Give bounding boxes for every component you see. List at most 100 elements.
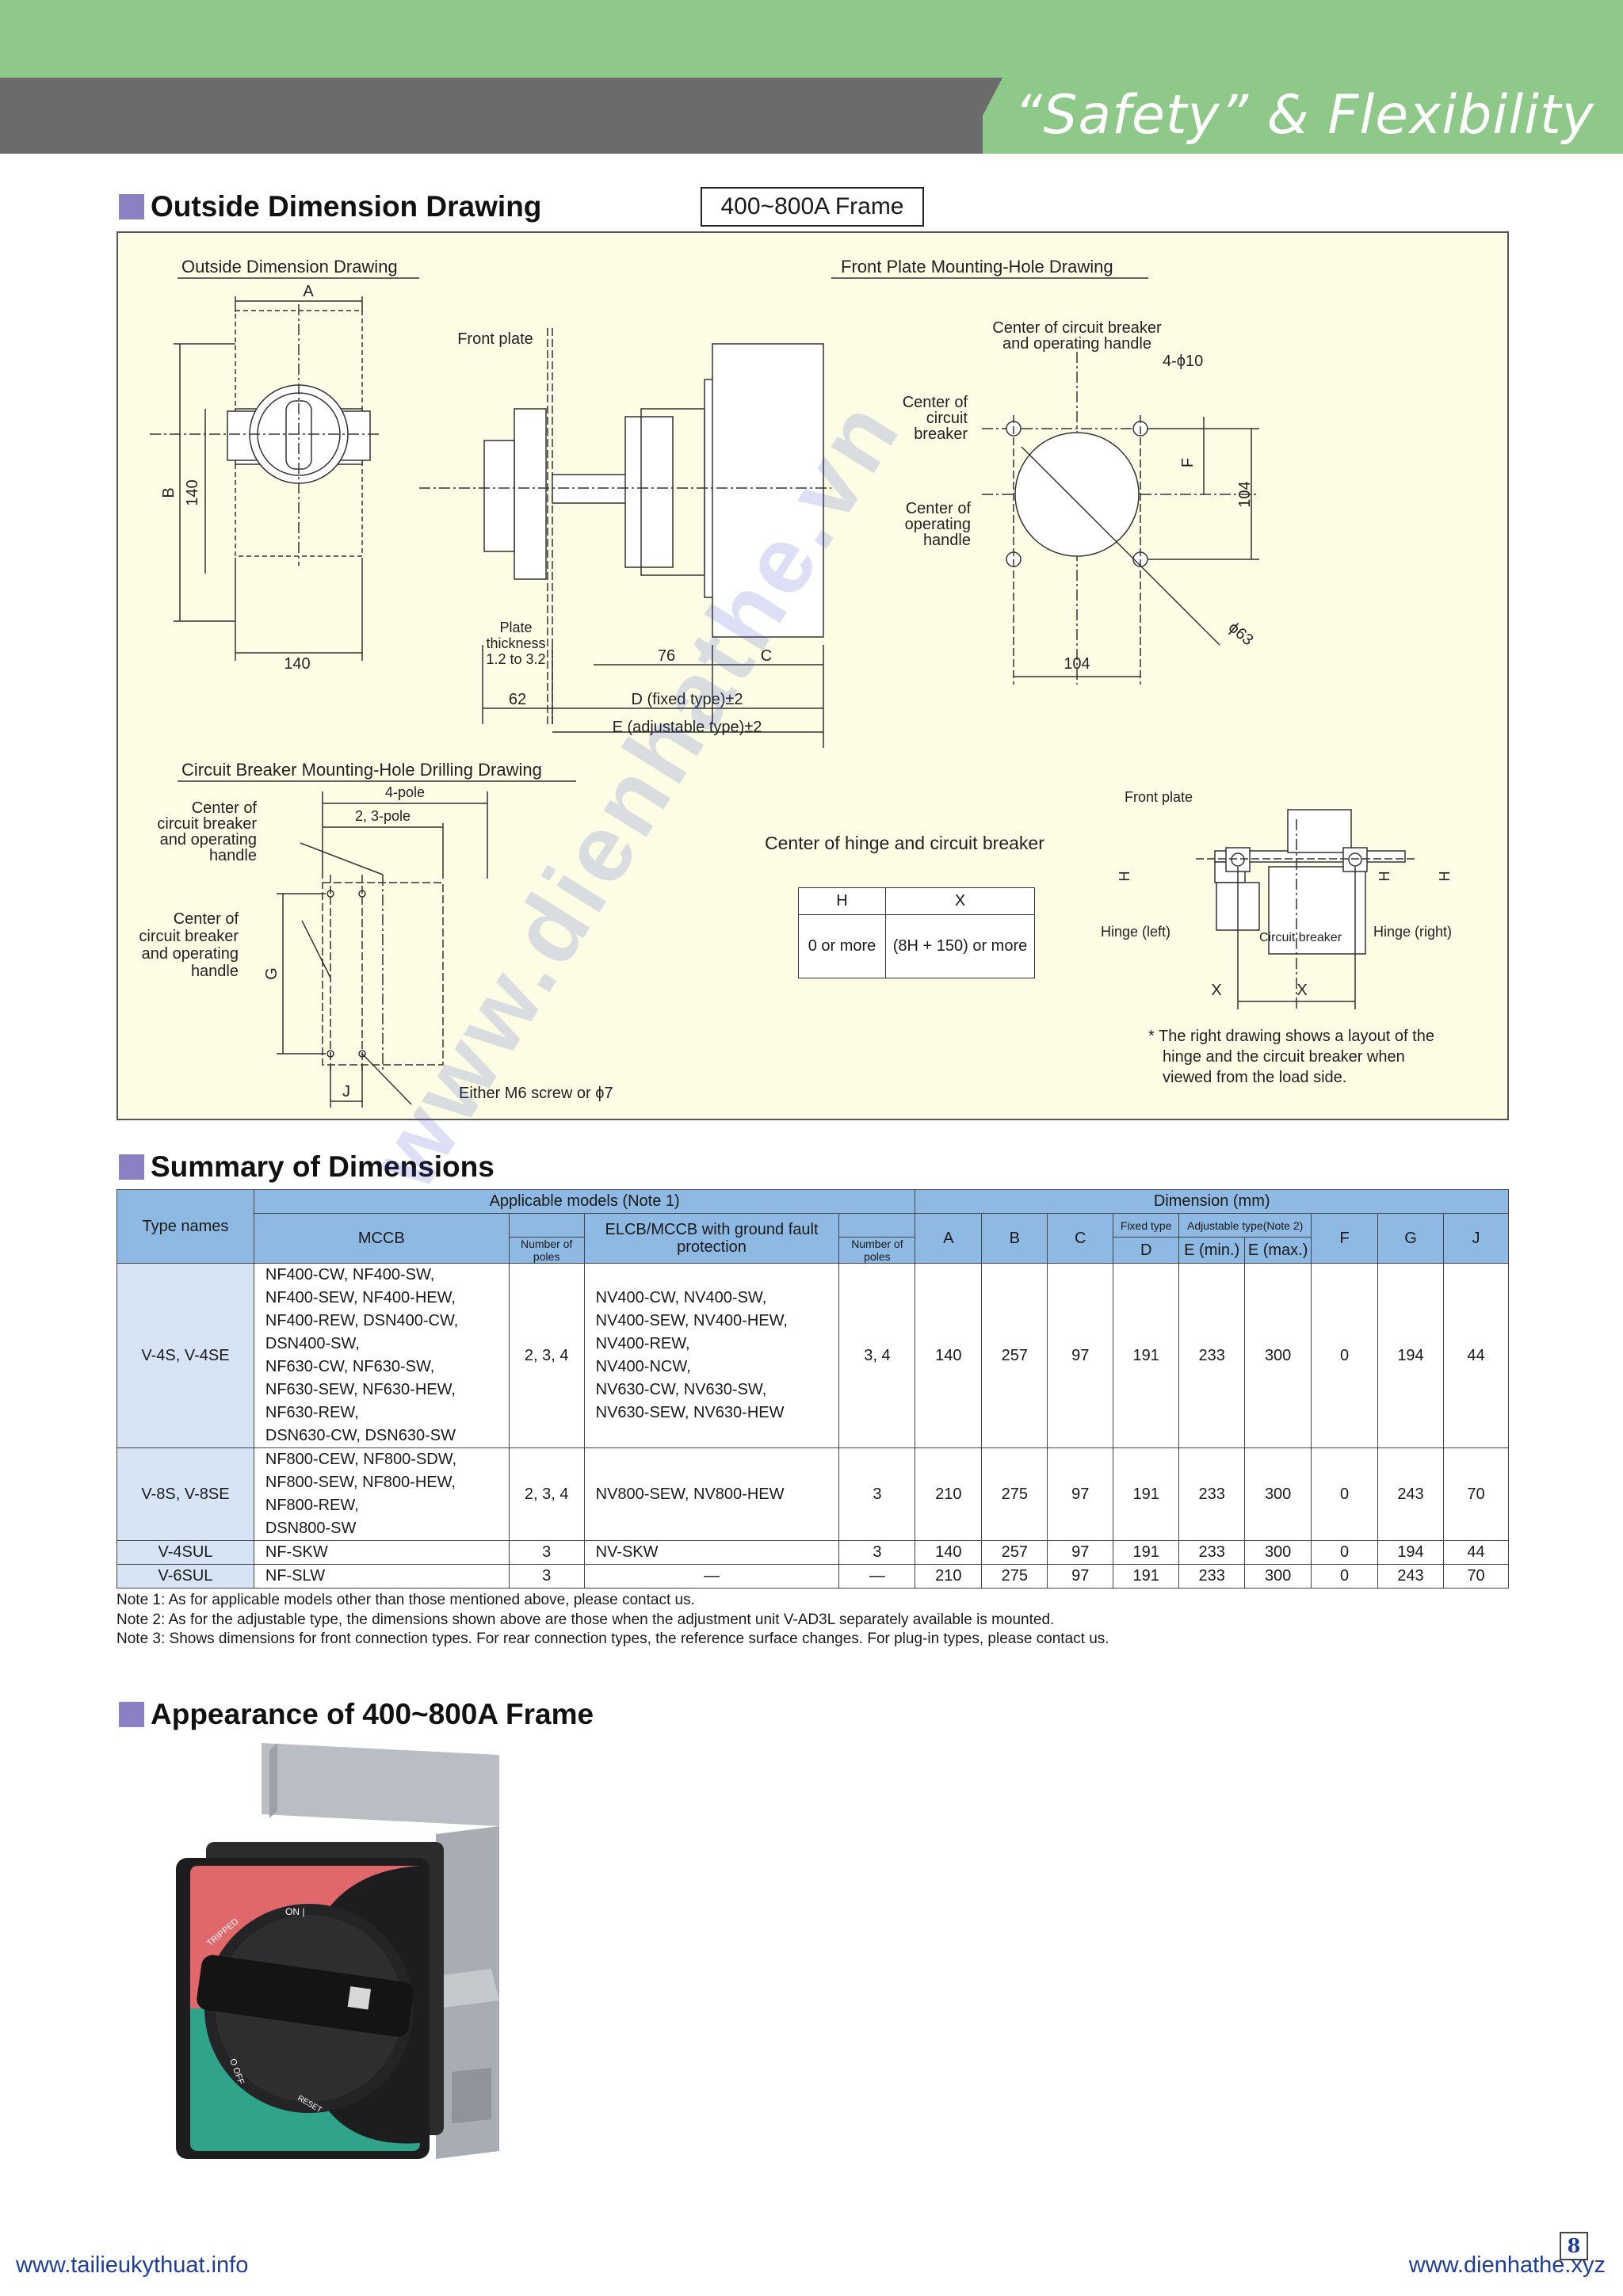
cell-B: 275 bbox=[981, 1447, 1048, 1541]
mccb-line: NF400-REW, DSN400-CW, bbox=[265, 1312, 459, 1329]
header-slogan: “Safety” & Flexibility bbox=[1014, 84, 1594, 147]
th-type-names: Type names bbox=[116, 1189, 254, 1264]
label-4-pole: 4-pole bbox=[385, 784, 425, 800]
cell-F: 0 bbox=[1311, 1540, 1379, 1565]
cell-D: 191 bbox=[1113, 1564, 1180, 1589]
hinge-right-label: Hinge (right) bbox=[1373, 924, 1452, 940]
th-applicable: Applicable models (Note 1) bbox=[253, 1189, 916, 1214]
lever bbox=[197, 1955, 414, 2037]
th-F: F bbox=[1311, 1213, 1379, 1264]
hinge-left-label: Hinge (left) bbox=[1101, 924, 1170, 940]
cell-Emin: 233 bbox=[1178, 1564, 1246, 1589]
drill-center-2-1: Center of bbox=[174, 910, 239, 928]
table-row: V-6SUL NF-SLW 3 — — 210 275 97 191 233 3… bbox=[116, 1564, 1510, 1589]
label-cb-2: circuit bbox=[926, 410, 968, 427]
dim-F: F bbox=[1179, 458, 1197, 467]
mccb-line: NF800-CEW, NF800-SDW, bbox=[265, 1451, 457, 1468]
hinge-X-left: X bbox=[1211, 982, 1221, 999]
th-adjustable: Adjustable type(Note 2) bbox=[1178, 1213, 1312, 1238]
cell-Emax: 300 bbox=[1244, 1540, 1312, 1565]
cell-Emin: 233 bbox=[1178, 1447, 1246, 1541]
cell-elcb: NV800-SEW, NV800-HEW bbox=[583, 1447, 840, 1541]
cell-A: 140 bbox=[915, 1263, 983, 1448]
cell-type: V-4S, V-4SE bbox=[116, 1263, 254, 1448]
dim-104-h: 104 bbox=[1064, 655, 1090, 673]
header-top-band bbox=[0, 0, 1623, 78]
drill-center-1-1: Center of bbox=[192, 799, 258, 817]
dim-140-h: 140 bbox=[284, 655, 310, 673]
hinge-note-1: * The right drawing shows a layout of th… bbox=[1148, 1028, 1434, 1045]
shaft bbox=[552, 474, 632, 504]
hinge-note-2: hinge and the circuit breaker when bbox=[1163, 1048, 1405, 1066]
cell-elcb: NV-SKW bbox=[583, 1540, 840, 1565]
cell-mccb-poles: 3 bbox=[508, 1564, 585, 1589]
th-mccb: MCCB bbox=[253, 1213, 510, 1264]
footer-link-right[interactable]: www.dienhathe.xyz bbox=[1408, 2252, 1606, 2278]
dim-G: G bbox=[263, 967, 281, 980]
plate-thickness-3: 1.2 to 3.2 bbox=[486, 651, 545, 667]
th-mccb-poles: Number of poles bbox=[508, 1237, 585, 1264]
dim-76: 76 bbox=[658, 647, 675, 665]
cell-G: 243 bbox=[1377, 1564, 1444, 1589]
note-1: Note 1: As for applicable models other t… bbox=[116, 1592, 695, 1608]
label-oh-1: Center of bbox=[906, 500, 972, 517]
cell-C: 97 bbox=[1047, 1540, 1114, 1565]
mounting-hole-63 bbox=[1014, 432, 1140, 557]
bracket-left bbox=[624, 416, 674, 568]
cell-D: 191 bbox=[1113, 1447, 1180, 1541]
frame-badge: 400~800A Frame bbox=[701, 187, 924, 227]
cell-B: 257 bbox=[981, 1263, 1048, 1448]
plate-thickness-1: Plate bbox=[499, 620, 532, 635]
cell-Emax: 300 bbox=[1244, 1263, 1312, 1448]
cell-D: 191 bbox=[1113, 1263, 1180, 1448]
drill-center-1-4: handle bbox=[209, 847, 257, 864]
cell-elcb-poles: 3 bbox=[838, 1447, 916, 1541]
drilling-title: Circuit Breaker Mounting-Hole Drilling D… bbox=[181, 760, 542, 780]
th-A: A bbox=[915, 1213, 983, 1264]
cell-elcb: — bbox=[583, 1564, 840, 1589]
hx-table: H X 0 or more (8H + 150) or more bbox=[798, 887, 1035, 978]
label-23-pole: 2, 3-pole bbox=[355, 808, 411, 824]
handle-side-body bbox=[514, 408, 547, 580]
cell-B: 257 bbox=[981, 1540, 1048, 1565]
section-title-outside: Outside Dimension Drawing bbox=[119, 190, 541, 223]
dim-C: C bbox=[761, 647, 772, 665]
mccb-line: NF630-SEW, NF630-HEW, bbox=[265, 1381, 456, 1398]
section-square-icon bbox=[119, 194, 144, 219]
bracket-top bbox=[262, 1743, 499, 1826]
cell-D: 191 bbox=[1113, 1540, 1180, 1565]
cell-Emax: 300 bbox=[1244, 1447, 1312, 1541]
table-row: V-4SUL NF-SKW 3 NV-SKW 3 140 257 97 191 … bbox=[116, 1540, 1510, 1565]
outside-drawing-title: Outside Dimension Drawing bbox=[181, 257, 398, 277]
table-row: V-8S, V-8SE NF800-CEW, NF800-SDW, NF800-… bbox=[116, 1447, 1510, 1541]
cell-G: 194 bbox=[1377, 1263, 1444, 1448]
drill-center-2-4: handle bbox=[191, 963, 239, 980]
cell-F: 0 bbox=[1311, 1263, 1379, 1448]
table-row: V-4S, V-4SE NF400-CW, NF400-SW, NF400-SE… bbox=[116, 1263, 1510, 1448]
hinge-front-plate-label: Front plate bbox=[1125, 789, 1193, 805]
cell-A: 210 bbox=[915, 1447, 983, 1541]
mccb-line: NF800-REW, bbox=[265, 1497, 359, 1514]
hinge-H-left: H bbox=[1117, 871, 1132, 882]
cell-mccb: NF800-CEW, NF800-SDW, NF800-SEW, NF800-H… bbox=[253, 1447, 510, 1541]
dim-B: B bbox=[160, 487, 178, 498]
cell-G: 194 bbox=[1377, 1540, 1444, 1565]
cell-F: 0 bbox=[1311, 1564, 1379, 1589]
cell-J: 70 bbox=[1442, 1447, 1510, 1541]
cell-C: 97 bbox=[1047, 1564, 1114, 1589]
hinge-cb-label: Circuit breaker bbox=[1259, 931, 1342, 944]
drill-center-2-3: and operating bbox=[142, 945, 239, 963]
cell-A: 140 bbox=[915, 1540, 983, 1565]
note-3: Note 3: Shows dimensions for front conne… bbox=[116, 1630, 1109, 1647]
section-title-outside-text: Outside Dimension Drawing bbox=[151, 190, 542, 223]
cell-Emin: 233 bbox=[1178, 1263, 1246, 1448]
notes: Note 1: As for applicable models other t… bbox=[116, 1591, 1109, 1650]
header-slant bbox=[963, 78, 1002, 154]
th-D: D bbox=[1113, 1237, 1180, 1264]
drill-center-1-2: circuit breaker bbox=[157, 815, 257, 833]
cell-B: 275 bbox=[981, 1564, 1048, 1589]
th-J: J bbox=[1442, 1213, 1510, 1264]
footer-link-left[interactable]: www.tailieukythuat.info bbox=[16, 2252, 249, 2278]
cell-type: V-4SUL bbox=[116, 1540, 254, 1565]
cell-mccb: NF400-CW, NF400-SW, NF400-SEW, NF400-HEW… bbox=[253, 1263, 510, 1448]
